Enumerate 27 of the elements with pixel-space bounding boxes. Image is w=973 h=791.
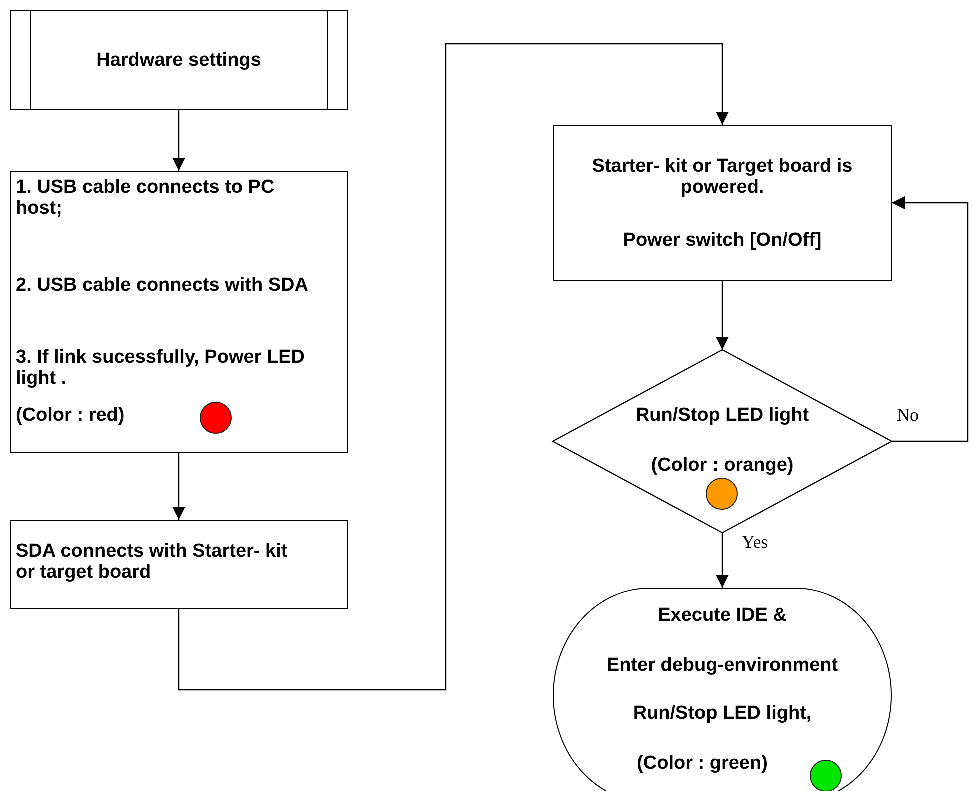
led-indicator-circle [200, 402, 232, 434]
node-text: Run/Stop LED light [634, 405, 810, 426]
node-text: Starter- kit or Target board is powered. [591, 156, 854, 198]
node-text: 3. If link sucessfully, Power LED light . [16, 347, 306, 389]
node-text: SDA connects with Starter- kit or target board [16, 541, 289, 583]
node-text: 1. USB cable connects to PC host; [16, 177, 276, 219]
arrow [716, 533, 729, 588]
node-text: Execute IDE & [657, 605, 788, 626]
process-box [10, 520, 348, 609]
node-text: Power switch [On/Off] [622, 230, 823, 251]
arrow [892, 196, 969, 442]
predefined-process-box [10, 10, 348, 110]
node-text: (Color : green) [636, 753, 769, 774]
led-indicator-circle [810, 760, 842, 791]
arrow [172, 453, 186, 520]
node-text: Enter debug-environment [606, 655, 840, 676]
node-text: Run/Stop LED light, [632, 703, 813, 724]
node-text: Hardware settings [96, 50, 262, 71]
decision-diamond [553, 350, 892, 533]
arrow [172, 110, 186, 171]
process-box [553, 125, 892, 281]
node-text: (Color : orange) [650, 455, 795, 476]
node-text: (Color : red) [16, 405, 126, 426]
node-text: 2. USB cable connects with SDA [16, 275, 310, 296]
arrow [178, 43, 729, 691]
arrow [716, 281, 729, 350]
process-box [10, 171, 348, 453]
